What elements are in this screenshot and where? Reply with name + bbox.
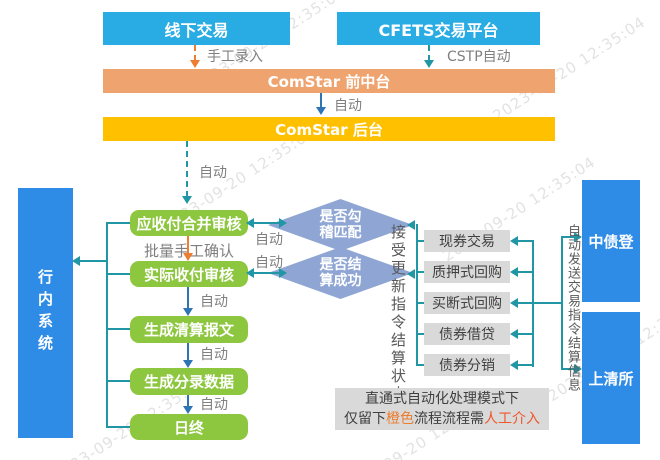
- auto-label: 自动: [255, 232, 283, 248]
- arrow-left-icon: [510, 298, 518, 308]
- back-to-flow-arrow-line: [186, 141, 188, 197]
- return-stub: [517, 302, 533, 304]
- receive-status-label: 接受更新指令结算状态: [389, 224, 407, 404]
- bank-bracket-stub: [106, 380, 130, 382]
- arrow-down-icon: [424, 60, 434, 68]
- note-line2: 仅留下橙色流程流程需人工介入: [344, 409, 540, 429]
- trade-type-bond-distribution: 债券分销: [424, 354, 510, 376]
- note-box: 直通式自动化处理模式下 仅留下橙色流程流程需人工介入: [335, 388, 549, 430]
- cfets-platform-box: CFETS交易平台: [337, 12, 540, 45]
- step-diamond-link-line: [252, 222, 282, 224]
- front-to-back-arrow-line: [320, 93, 322, 109]
- auto-label: 自动: [255, 255, 283, 271]
- comstar-front-office-box: ComStar 前中台: [103, 69, 555, 93]
- arrow-right-icon: [574, 232, 582, 242]
- shch-box: 上清所: [582, 312, 640, 444]
- arrow-down-icon: [190, 60, 200, 68]
- arrow-left-icon: [407, 269, 415, 279]
- step-actual-payment-review: 实际收付审核: [130, 261, 248, 287]
- step-generate-clearing-message: 生成清算报文: [130, 316, 248, 343]
- auto-label: 自动: [199, 165, 227, 181]
- bank-system-box: 行内系统: [36, 269, 54, 357]
- trade-type-bond-lending: 债券借贷: [424, 323, 510, 345]
- arrow-down-icon: [183, 253, 193, 261]
- to-ccdc-line: [561, 236, 575, 238]
- arrow-right-icon: [574, 364, 582, 374]
- trade-type-stub: [416, 240, 424, 242]
- return-stub: [517, 240, 533, 242]
- send-info-trunk: [561, 237, 563, 370]
- arrow-down-icon: [182, 196, 192, 204]
- note-line2-prefix: 仅留下: [344, 411, 386, 427]
- arrow-left-icon: [72, 256, 80, 266]
- step-end-of-day: 日终: [130, 414, 248, 440]
- arrow-left-icon: [510, 329, 518, 339]
- manual-entry-label: 手工录入: [207, 49, 263, 65]
- arrow-left-icon: [246, 268, 254, 278]
- arrow-left-icon: [246, 218, 254, 228]
- bank-bracket-stub: [106, 426, 130, 428]
- trade-type-stub: [416, 302, 424, 304]
- bank-bracket-stub: [106, 222, 130, 224]
- arrow-right-icon: [279, 268, 287, 278]
- step-payable-merge-review: 应收付合并审核: [130, 210, 248, 236]
- step-arrow-line: [187, 343, 189, 362]
- arrow-down-icon: [183, 308, 193, 316]
- registry-connector: [532, 302, 562, 304]
- arrow-left-icon: [510, 267, 518, 277]
- step-generate-entry-data: 生成分录数据: [130, 368, 248, 395]
- arrow-down-icon: [183, 360, 193, 368]
- step-arrow-line: [187, 287, 189, 310]
- return-stub: [517, 271, 533, 273]
- decision-text: 稽匹配: [319, 225, 362, 241]
- trade-type-stub: [416, 364, 424, 366]
- return-stub: [517, 364, 533, 366]
- to-bank-arrow-line: [79, 260, 107, 262]
- arrow-left-icon: [510, 236, 518, 246]
- step-arrow-line: [187, 395, 189, 408]
- bank-bracket-trunk: [106, 222, 108, 428]
- cfets-to-front-arrow-line: [428, 45, 430, 61]
- send-info-label: 自动发送交易指令结算信息: [565, 224, 580, 392]
- arrow-down-icon: [316, 107, 326, 115]
- receive-status-trunk: [416, 224, 418, 366]
- decision-text: 是否勾: [319, 209, 362, 225]
- manual-confirm-arrow-line: [187, 236, 189, 255]
- offline-to-front-arrow-line: [194, 45, 196, 61]
- to-shch-line: [561, 368, 575, 370]
- decision-text: 是否结: [319, 257, 362, 273]
- comstar-back-office-box: ComStar 后台: [103, 117, 555, 141]
- cstp-auto-label: CSTP自动: [447, 49, 511, 65]
- ccdc-box: 中债登: [582, 180, 640, 302]
- trade-type-stub: [416, 333, 424, 335]
- arrow-right-icon: [279, 218, 287, 228]
- arrow-left-icon: [407, 220, 415, 230]
- trade-type-pledged-repo: 质押式回购: [424, 261, 510, 283]
- bank-bracket-stub: [106, 328, 130, 330]
- bank-bracket-stub: [106, 273, 130, 275]
- offline-trade-box: 线下交易: [103, 12, 290, 45]
- trade-type-outright-repo: 买断式回购: [424, 292, 510, 314]
- note-line2-orange: 橙色: [386, 411, 414, 427]
- auto-label: 自动: [200, 397, 228, 413]
- auto-label: 自动: [334, 98, 362, 114]
- trade-type-cash-bond: 现券交易: [424, 230, 510, 252]
- return-stub: [517, 333, 533, 335]
- trade-type-stub: [416, 271, 424, 273]
- decision-text: 算成功: [319, 273, 362, 289]
- arrow-down-icon: [183, 406, 193, 414]
- note-line2-mid: 流程流程需: [414, 411, 484, 427]
- auto-label: 自动: [200, 294, 228, 310]
- note-line2-red: 人工介入: [484, 411, 540, 427]
- step-diamond-link-line: [252, 272, 282, 274]
- arrow-left-icon: [510, 360, 518, 370]
- note-line1: 直通式自动化处理模式下: [365, 391, 519, 407]
- auto-label: 自动: [200, 347, 228, 363]
